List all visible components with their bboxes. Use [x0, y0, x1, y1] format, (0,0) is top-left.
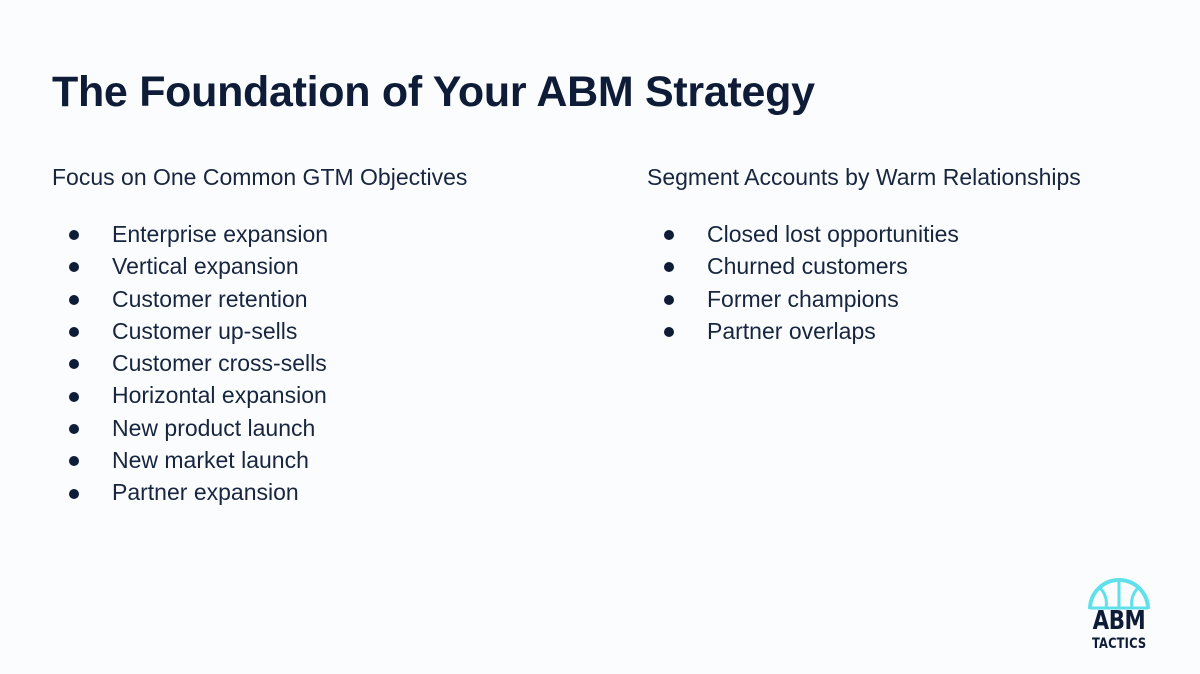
list-item-label: Partner overlaps	[707, 317, 876, 344]
bullet-icon	[69, 359, 79, 370]
bullet-icon	[69, 391, 79, 402]
bullet-icon	[664, 294, 674, 305]
list-item: Partner expansion	[52, 476, 612, 508]
segments-column: Segment Accounts by Warm Relationships C…	[647, 162, 1167, 347]
bullet-icon	[69, 423, 79, 434]
list-item-label: Churned customers	[707, 253, 908, 280]
logo-text-tactics: TACTICS	[1091, 636, 1147, 652]
abm-tactics-logo: ABM TACTICS	[1086, 578, 1152, 658]
list-item: Customer cross-sells	[52, 347, 612, 379]
list-item-label: Closed lost opportunities	[707, 221, 959, 247]
basketball-arc-icon	[1088, 578, 1150, 610]
bullet-icon	[664, 327, 674, 338]
list-item: Customer up-sells	[52, 315, 612, 347]
slide-title: The Foundation of Your ABM Strategy	[52, 68, 815, 116]
list-item: Churned customers	[647, 250, 1167, 282]
list-item-label: New product launch	[112, 414, 316, 441]
segments-heading: Segment Accounts by Warm Relationships	[647, 164, 1081, 190]
list-item: Enterprise expansion	[52, 218, 612, 250]
bullet-icon	[664, 262, 674, 273]
list-item: Vertical expansion	[52, 250, 612, 282]
logo-text-abm: ABM	[1092, 606, 1146, 636]
bullet-icon	[69, 230, 79, 241]
list-item: Closed lost opportunities	[647, 218, 1167, 250]
bullet-icon	[69, 327, 79, 338]
bullet-icon	[69, 294, 79, 305]
list-item-label: Former champions	[707, 285, 899, 312]
bullet-icon	[69, 456, 79, 467]
list-item: New product launch	[52, 412, 612, 444]
list-item-label: Customer retention	[112, 285, 308, 312]
list-item-label: Customer up-sells	[112, 317, 298, 344]
objectives-list: Enterprise expansion Vertical expansion …	[52, 218, 612, 509]
list-item-label: Horizontal expansion	[112, 382, 327, 409]
objectives-heading: Focus on One Common GTM Objectives	[52, 164, 468, 190]
list-item: Horizontal expansion	[52, 379, 612, 411]
bullet-icon	[69, 488, 79, 499]
bullet-icon	[664, 230, 674, 241]
list-item-label: New market launch	[112, 447, 309, 474]
list-item-label: Customer cross-sells	[112, 350, 327, 377]
list-item: Customer retention	[52, 283, 612, 315]
objectives-column: Focus on One Common GTM Objectives Enter…	[52, 162, 612, 509]
segments-list: Closed lost opportunities Churned custom…	[647, 218, 1167, 347]
bullet-icon	[69, 262, 79, 273]
list-item: Former champions	[647, 283, 1167, 315]
list-item-label: Partner expansion	[112, 479, 299, 506]
list-item: Partner overlaps	[647, 315, 1167, 347]
list-item-label: Enterprise expansion	[112, 221, 329, 247]
list-item: New market launch	[52, 444, 612, 476]
list-item-label: Vertical expansion	[112, 253, 299, 280]
